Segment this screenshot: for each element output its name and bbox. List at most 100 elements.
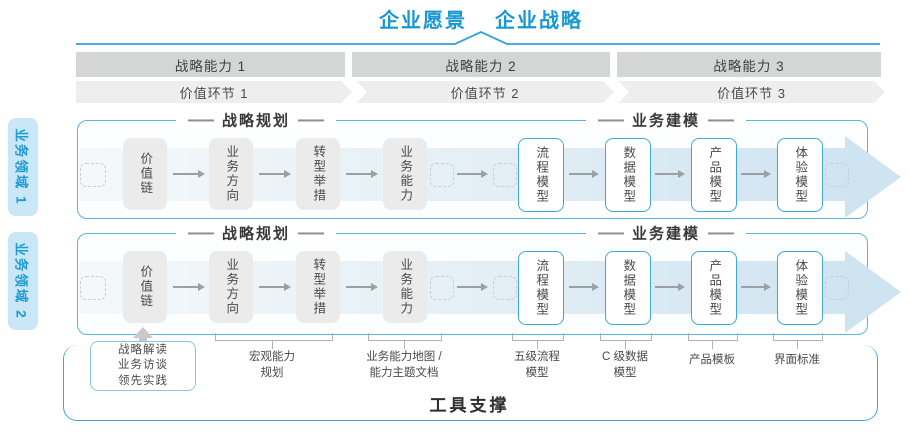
flow-arrow-icon — [173, 282, 205, 292]
domain-tab-1: 业务领域 1 — [8, 118, 38, 216]
node-transformation: 转型举措 — [296, 138, 340, 210]
flow-arrow-icon — [346, 169, 378, 179]
bracket-icon — [600, 333, 652, 341]
dash-icon — [597, 231, 624, 234]
node-data-model: 数据模型 — [605, 251, 651, 325]
domain-tab-1-label: 业务领域 1 — [14, 128, 30, 206]
bracket-icon — [512, 333, 564, 341]
node-process-model: 流程模型 — [518, 251, 564, 325]
bracket-icon — [215, 333, 333, 341]
planning-header-1: 战略规划 — [176, 109, 336, 131]
modeling-header-2: 业务建模 — [586, 222, 746, 244]
planning-header-2: 战略规划 — [176, 222, 336, 244]
flow-arrow-icon — [457, 169, 488, 179]
value-band-1-label: 价值环节 1 — [179, 85, 249, 101]
value-band-1: 价值环节 1 — [76, 81, 352, 103]
capability-band-1: 战略能力 1 — [76, 52, 345, 77]
dash-icon — [708, 118, 734, 121]
placeholder-box — [80, 163, 106, 187]
node-value-chain: 价值链 — [123, 251, 167, 323]
callout-process-model: 五级流程 模型 — [514, 351, 560, 379]
node-business-capability: 业务能力 — [383, 251, 427, 323]
bracket-stem — [712, 340, 713, 349]
flow-arrow-icon — [569, 282, 599, 292]
strategy-title: 企业战略 — [495, 10, 583, 32]
dash-icon — [298, 231, 324, 234]
placeholder-box — [825, 163, 849, 187]
flow-arrow-icon — [346, 282, 378, 292]
bracket-stem — [797, 340, 798, 349]
node-business-capability: 业务能力 — [383, 138, 427, 210]
capability-band-2: 战略能力 2 — [352, 52, 610, 77]
node-process-model: 流程模型 — [518, 138, 564, 212]
tool-support-label: 工具支撑 — [429, 396, 510, 415]
bracket-stem — [272, 340, 273, 349]
callout-ui-standard: 界面标准 — [774, 354, 820, 366]
capability-band-2-label: 战略能力 2 — [445, 58, 517, 74]
modeling-header-2-label: 业务建模 — [631, 225, 700, 243]
up-arrow-icon — [133, 327, 153, 338]
placeholder-box — [825, 276, 849, 300]
callout-product-template: 产品模板 — [689, 354, 735, 366]
value-band-3: 价值环节 3 — [618, 81, 885, 103]
modeling-header-1-label: 业务建模 — [631, 112, 700, 130]
dash-icon — [597, 118, 624, 121]
vision-pointer-line — [76, 31, 880, 45]
flow-arrow-icon — [741, 169, 771, 179]
flow-arrowhead-icon — [845, 136, 901, 218]
bracket-stem — [404, 340, 405, 349]
bracket-icon — [368, 333, 442, 341]
flow-arrow-icon — [457, 282, 488, 292]
placeholder-box — [493, 276, 517, 300]
flow-arrow-icon — [655, 169, 685, 179]
tool-support-frame — [63, 345, 878, 421]
value-band-3-label: 价值环节 3 — [717, 85, 786, 101]
node-data-model: 数据模型 — [605, 138, 651, 212]
node-transformation: 转型举措 — [296, 251, 340, 323]
node-product-model: 产品模型 — [691, 138, 737, 212]
capability-band-3-label: 战略能力 3 — [713, 58, 785, 74]
flow-arrow-icon — [259, 282, 291, 292]
flow-arrow-icon — [569, 169, 599, 179]
bracket-stem — [625, 340, 626, 349]
placeholder-box — [493, 163, 517, 187]
domain-tab-2-label: 业务领域 2 — [14, 242, 30, 320]
dash-icon — [708, 231, 734, 234]
bracket-stem — [537, 340, 538, 349]
dash-icon — [187, 231, 214, 234]
callout-macro-capability: 宏观能力 规划 — [249, 351, 295, 379]
node-business-direction: 业务方向 — [209, 251, 253, 323]
flow-arrow-icon — [173, 169, 205, 179]
value-band-2-label: 价值环节 2 — [450, 85, 520, 101]
callout-capability-map: 业务能力地图 / 能力主题文档 — [366, 351, 442, 379]
capability-band-1-label: 战略能力 1 — [174, 58, 247, 74]
callout-practice-box: 战略解读 业务访谈 领先实践 — [90, 341, 196, 391]
node-value-chain: 价值链 — [123, 138, 167, 210]
vision-title: 企业愿景 — [379, 10, 467, 32]
flow-arrow-icon — [741, 282, 771, 292]
modeling-header-1: 业务建模 — [586, 109, 746, 131]
top-title: 企业愿景 企业战略 — [0, 4, 910, 33]
placeholder-box — [430, 276, 454, 300]
node-experience-model: 体验模型 — [777, 251, 823, 325]
callout-c-level-data-model: C 级数据 模型 — [602, 351, 648, 379]
capability-band-3: 战略能力 3 — [617, 52, 881, 77]
bracket-icon — [773, 333, 823, 341]
flow-arrow-icon — [655, 282, 685, 292]
domain-1-panel: 战略规划 业务建模 价值链 业务方向 转型举措 业务能力 流程模型 数据模型 产… — [77, 109, 901, 219]
flow-arrowhead-icon — [845, 251, 901, 333]
node-experience-model: 体验模型 — [777, 138, 823, 212]
node-business-direction: 业务方向 — [209, 138, 253, 210]
dash-icon — [187, 118, 214, 121]
placeholder-box — [80, 276, 106, 300]
domain-2-panel: 战略规划 业务建模 价值链 业务方向 转型举措 业务能力 流程模型 数据模型 产… — [77, 222, 901, 335]
planning-header-1-label: 战略规划 — [221, 112, 290, 130]
domain-tab-2: 业务领域 2 — [8, 232, 38, 330]
dash-icon — [298, 118, 324, 121]
up-arrow-stem — [139, 337, 147, 344]
bracket-icon — [688, 333, 738, 341]
flow-arrow-icon — [259, 169, 291, 179]
planning-header-2-label: 战略规划 — [221, 225, 290, 243]
placeholder-box — [430, 163, 454, 187]
